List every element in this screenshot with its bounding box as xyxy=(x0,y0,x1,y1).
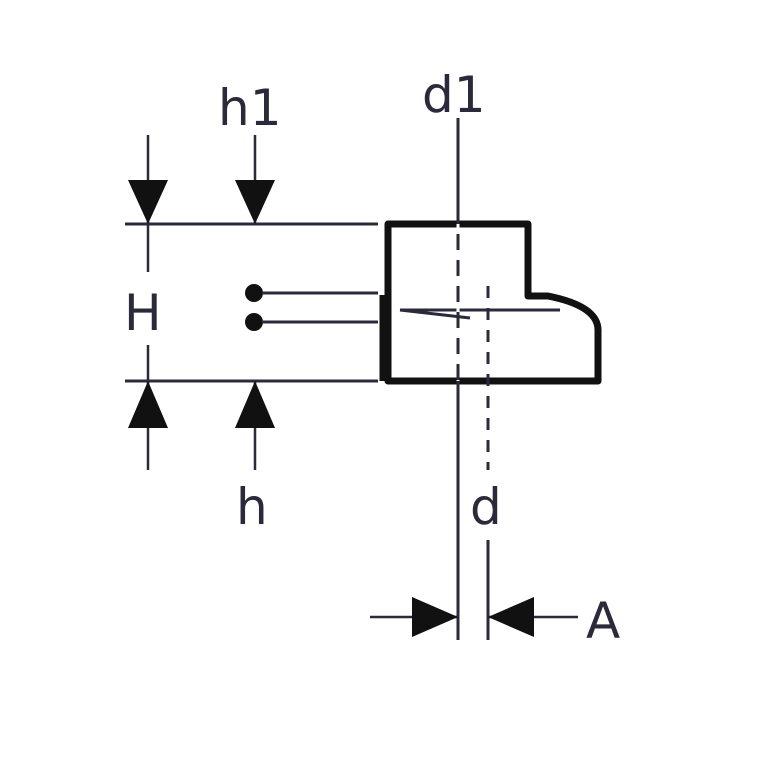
label-d1: d1 xyxy=(422,66,486,124)
A-arrow-left xyxy=(412,597,458,637)
A-arrow-right xyxy=(488,597,534,637)
h-arrow xyxy=(235,381,275,428)
label-A: A xyxy=(586,592,620,650)
dot-upper xyxy=(245,284,263,302)
H-arrow-top xyxy=(128,180,168,224)
label-H: H xyxy=(124,284,162,342)
reducer-outline xyxy=(384,220,602,385)
dot-lower xyxy=(245,313,263,331)
label-h1: h1 xyxy=(218,79,282,137)
h1-arrow xyxy=(235,180,275,224)
label-h: h xyxy=(236,478,268,536)
H-arrow-bottom xyxy=(128,381,168,428)
label-d: d xyxy=(470,478,502,536)
